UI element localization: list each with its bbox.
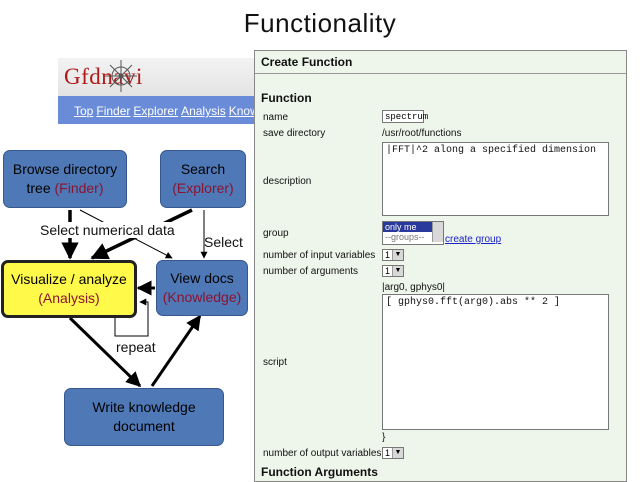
chevron-down-icon[interactable]: ▼ — [392, 266, 403, 276]
view-docs-box: View docs (Knowledge) — [156, 260, 248, 316]
visualize-analyze-box: Visualize / analyze (Analysis) — [1, 260, 137, 318]
save-directory-label: save directory — [263, 128, 326, 139]
script-textarea[interactable]: [ gphys0.fft(arg0).abs ** 2 ] — [382, 294, 609, 430]
select-label: Select — [204, 234, 243, 250]
write-box-title: Write knowledge — [92, 399, 196, 415]
select-numerical-data-label: Select numerical data — [38, 222, 177, 238]
num-input-vars-select[interactable]: 1 ▼ — [382, 249, 404, 261]
nav-link-explorer[interactable]: Explorer — [133, 104, 179, 118]
repeat-label: repeat — [116, 339, 156, 355]
search-box-subtitle: (Explorer) — [172, 180, 234, 196]
function-section-heading: Function — [261, 91, 312, 105]
name-input[interactable]: spectrum — [382, 110, 428, 123]
group-label: group — [263, 228, 289, 239]
nav-link-finder[interactable]: Finder — [96, 104, 131, 118]
write-knowledge-box: Write knowledge document — [64, 388, 224, 446]
chevron-down-icon[interactable]: ▼ — [392, 448, 403, 458]
search-box: Search (Explorer) — [160, 150, 246, 208]
num-arguments-select[interactable]: 1 ▼ — [382, 265, 404, 277]
num-input-vars-value: 1 — [385, 250, 391, 260]
compass-rose-icon — [105, 60, 137, 92]
browse-box-title-cont: tree — [26, 180, 55, 196]
script-header: |arg0, gphys0| — [382, 282, 446, 293]
description-textarea[interactable]: |FFT|^2 along a specified dimension — [382, 142, 609, 216]
slide-title: Functionality — [243, 8, 397, 38]
browse-directory-box: Browse directory tree (Finder) — [3, 150, 127, 208]
description-label: description — [263, 176, 312, 187]
write-box-title-cont: document — [113, 418, 175, 434]
script-label: script — [263, 357, 287, 368]
panel-divider — [255, 73, 626, 74]
gfdnavi-nav-bar: TopFinderExplorerAnalysisKnowl — [58, 96, 258, 124]
num-output-vars-select[interactable]: 1 ▼ — [382, 447, 404, 459]
panel-title: Create Function — [261, 55, 353, 69]
group-listbox[interactable]: only me --groups-- — [382, 221, 444, 245]
repeat-loop-line — [114, 298, 149, 337]
viewdocs-box-subtitle: (Knowledge) — [162, 289, 242, 305]
num-output-vars-label: number of output variables — [263, 448, 382, 459]
name-label: name — [263, 112, 289, 123]
viewdocs-box-title: View docs — [170, 270, 234, 286]
listbox-scroll-icon[interactable] — [432, 222, 443, 242]
group-option-only-me[interactable]: only me — [383, 222, 443, 232]
function-arguments-heading: Function Arguments — [261, 465, 378, 479]
browse-box-subtitle: (Finder) — [54, 180, 104, 196]
num-arguments-label: number of arguments — [263, 266, 359, 277]
group-option-groups[interactable]: --groups-- — [385, 232, 425, 242]
nav-link-knowledge[interactable]: Knowl — [228, 104, 258, 118]
script-footer: } — [382, 432, 386, 443]
visualize-box-subtitle: (Analysis) — [38, 290, 100, 306]
save-directory-value: /usr/root/functions — [382, 128, 462, 139]
arrow-write-to-viewdocs — [150, 314, 202, 387]
num-output-vars-value: 1 — [385, 448, 391, 458]
create-function-panel: Create Function Function name spectrum s… — [254, 50, 627, 482]
visualize-box-title: Visualize / analyze — [11, 271, 127, 287]
search-box-title: Search — [180, 161, 226, 177]
create-group-link[interactable]: create group — [445, 234, 502, 245]
arrow-visualize-to-write — [68, 316, 142, 388]
nav-link-analysis[interactable]: Analysis — [181, 104, 226, 118]
num-arguments-value: 1 — [385, 266, 391, 276]
chevron-down-icon[interactable]: ▼ — [392, 250, 403, 260]
num-input-vars-label: number of input variables — [263, 250, 376, 261]
gfdnavi-banner: Gfdnavi — [58, 58, 258, 96]
nav-link-top[interactable]: Top — [74, 104, 94, 118]
browse-box-title: Browse directory — [12, 161, 118, 177]
